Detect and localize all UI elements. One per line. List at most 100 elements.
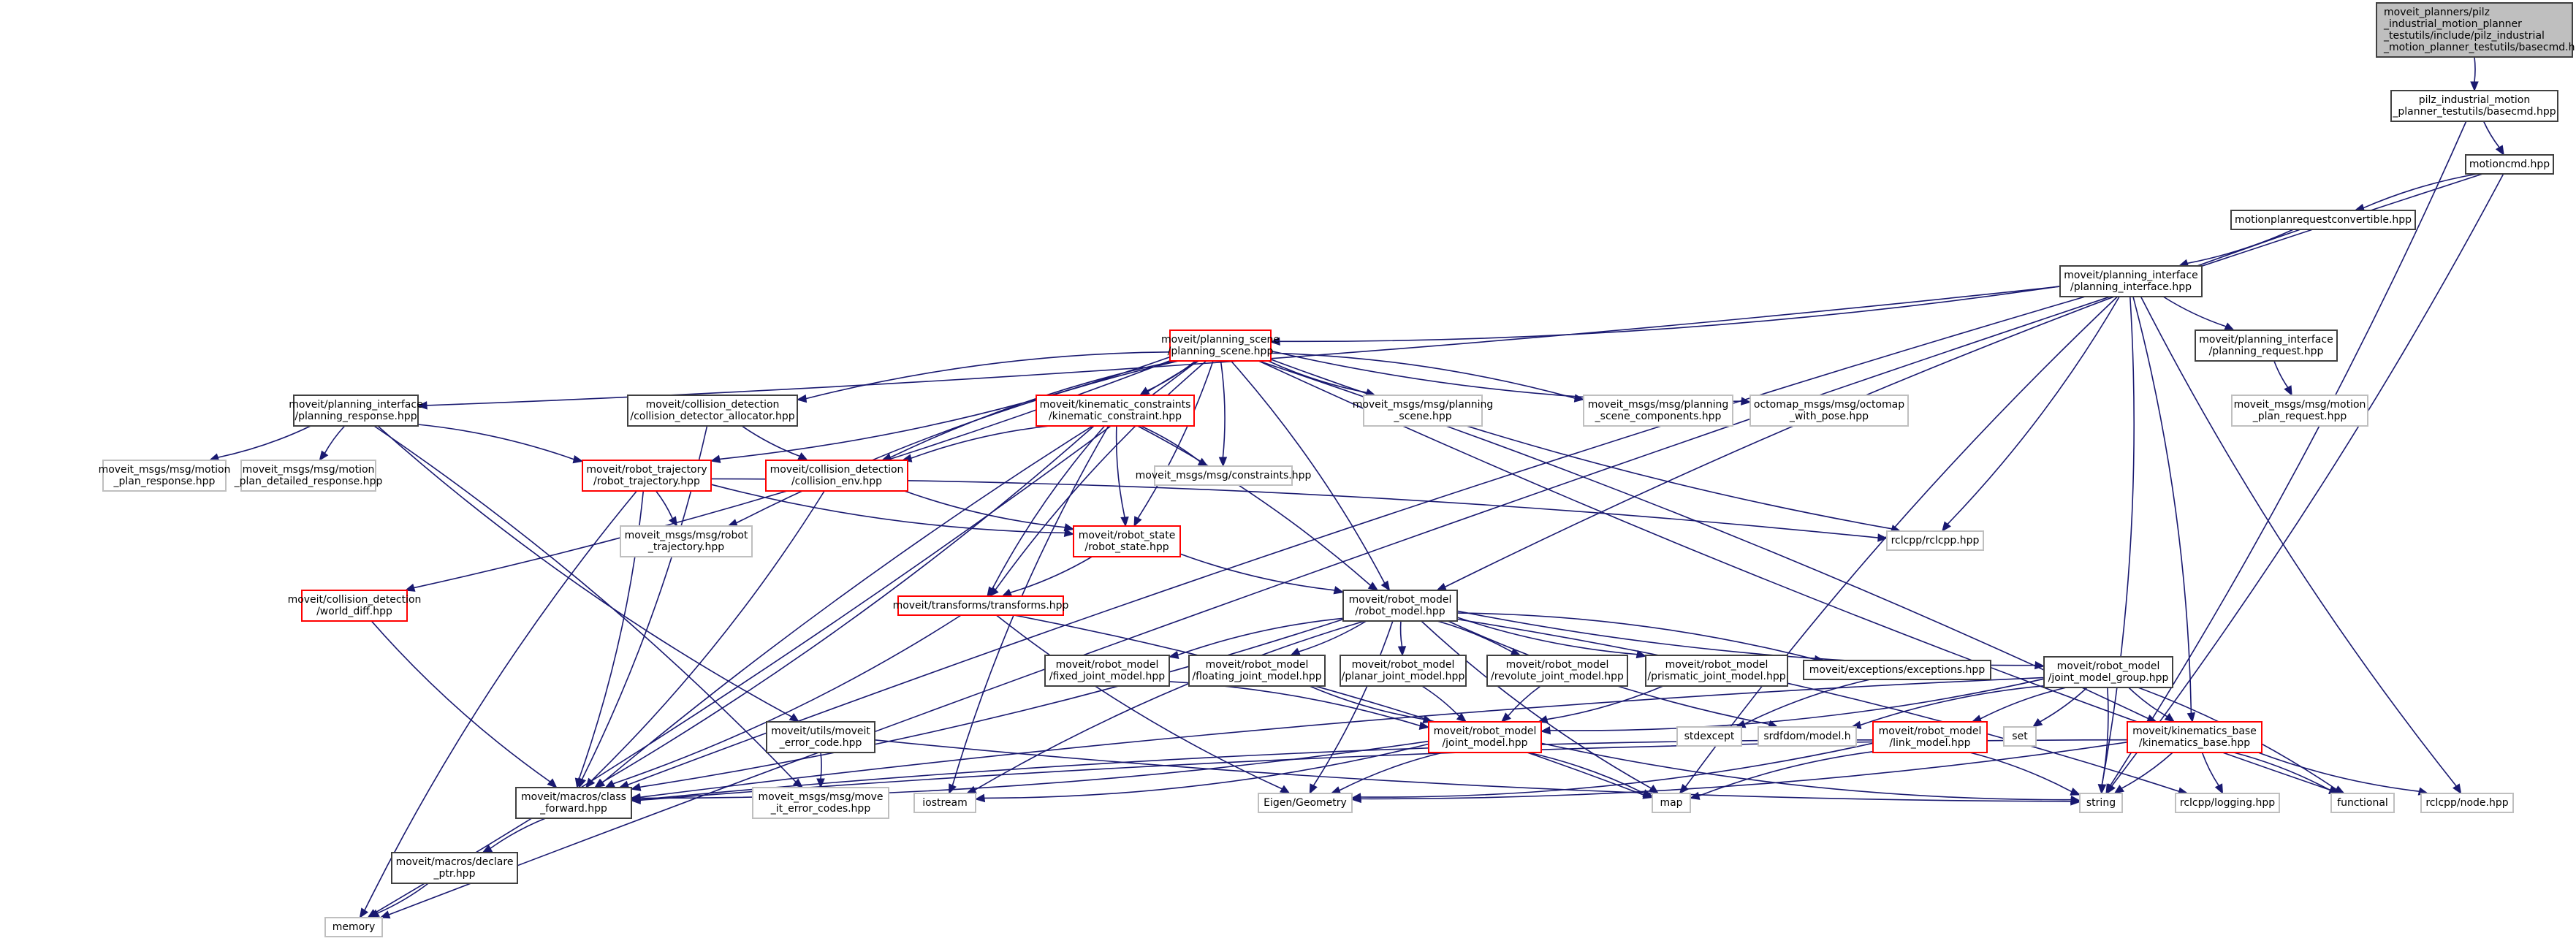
node-collision-env[interactable]: moveit/collision_detection/collision_env… xyxy=(765,460,908,492)
node-iostream: iostream xyxy=(913,793,976,813)
node-prismatic-jm[interactable]: moveit/robot_model/prismatic_joint_model… xyxy=(1645,655,1788,687)
edge-line xyxy=(1546,685,1664,720)
node-label-line: moveit/robot_model xyxy=(1434,725,1537,737)
node-label-line: moveit_msgs/msg/move xyxy=(759,791,884,803)
node-logging: rclcpp/logging.hpp xyxy=(2175,793,2280,813)
node-node: rclcpp/node.hpp xyxy=(2420,793,2514,813)
edge-line xyxy=(1360,742,2128,800)
node-label-line: moveit/transforms/transforms.hpp xyxy=(893,600,1069,612)
edge-line xyxy=(1508,685,1541,717)
arrowhead-icon xyxy=(547,778,558,788)
arrowhead-icon xyxy=(2164,712,2176,723)
edge-line xyxy=(2140,296,2457,787)
edge-transforms-to-class_forward xyxy=(604,614,962,788)
arrowhead-icon xyxy=(482,844,493,853)
node-box xyxy=(765,460,908,492)
node-label-line: moveit/exceptions/exceptions.hpp xyxy=(1809,664,1986,676)
arrowhead-icon xyxy=(1290,647,1302,656)
node-planning-response[interactable]: moveit/planning_interface/planning_respo… xyxy=(289,395,423,427)
node-class-forward[interactable]: moveit/macros/class_forward.hpp xyxy=(515,787,632,819)
node-kin-base[interactable]: moveit/kinematics_base/kinematics_base.h… xyxy=(2127,721,2262,753)
node-planning-request[interactable]: moveit/planning_interface/planning_reque… xyxy=(2195,329,2338,362)
edge-line xyxy=(1014,614,1644,796)
arrowhead-icon xyxy=(2214,783,2224,795)
node-label-line: /planning_interface.hpp xyxy=(2070,281,2192,293)
arrowhead-icon xyxy=(1139,386,1150,396)
node-fixed-jm[interactable]: moveit/robot_model/fixed_joint_model.hpp xyxy=(1044,655,1170,687)
node-robot-model[interactable]: moveit/robot_model/robot_model.hpp xyxy=(1342,590,1458,622)
edge-motioncmd-to-string xyxy=(2106,173,2504,795)
node-label-line: /link_model.hpp xyxy=(1889,737,1970,749)
node-box xyxy=(897,595,1064,616)
node-label-line: rclcpp/node.hpp xyxy=(2425,797,2508,809)
edge-line xyxy=(1456,612,1815,660)
node-jmg[interactable]: moveit/robot_model/joint_model_group.hpp xyxy=(2043,656,2173,688)
edge-line xyxy=(2162,296,2227,327)
node-transforms[interactable]: moveit/transforms/transforms.hpp xyxy=(893,595,1069,616)
arrowhead-icon xyxy=(1635,649,1647,659)
edge-motioncmd-to-mprc xyxy=(2354,173,2478,212)
edge-line xyxy=(1270,352,1576,399)
edge-line xyxy=(364,490,637,911)
node-planar-jm[interactable]: moveit/robot_model/planar_joint_model.hp… xyxy=(1340,655,1467,687)
edge-line xyxy=(1860,685,2045,726)
node-label-line: moveit_msgs/msg/planning xyxy=(1588,399,1729,411)
node-label-line: /planning_scene.hpp xyxy=(1168,346,1274,357)
node-kin-constraint[interactable]: moveit/kinematic_constraints/kinematic_c… xyxy=(1036,395,1195,427)
node-label-line: /planar_joint_model.hpp xyxy=(1342,671,1465,682)
node-error-code[interactable]: moveit/utils/moveit_error_code.hpp xyxy=(766,721,875,753)
node-label-line: moveit_msgs/msg/motion xyxy=(99,464,231,476)
node-box xyxy=(2390,90,2558,122)
node-link-model[interactable]: moveit/robot_model/link_model.hpp xyxy=(1872,721,1988,753)
edge-planning_response-to-mp_detailed_msg xyxy=(319,425,346,462)
edge-jmg-to-set xyxy=(2032,687,2088,728)
node-box xyxy=(2079,793,2123,813)
node-label-line: _plan_request.hpp xyxy=(2252,411,2347,422)
edge-planning_scene-to-constraints_msg xyxy=(1218,360,1228,468)
edge-line xyxy=(1279,286,2061,343)
edge-line xyxy=(1540,742,2072,801)
edge-line xyxy=(417,424,574,460)
node-planning-scene[interactable]: moveit/planning_scene/planning_scene.hpp xyxy=(1161,329,1280,362)
edge-line xyxy=(2257,752,2420,792)
edge-line xyxy=(612,614,962,785)
arrowhead-icon xyxy=(2070,787,2081,796)
node-cd-allocator[interactable]: moveit/collision_detection/collision_det… xyxy=(627,395,798,427)
node-label-line: moveit/robot_model xyxy=(1206,659,1309,671)
edge-line xyxy=(2201,752,2219,786)
node-motioncmd[interactable]: motioncmd.hpp xyxy=(2465,154,2554,175)
node-joint-model[interactable]: moveit/robot_model/joint_model.hpp xyxy=(1428,721,1542,753)
edge-line xyxy=(974,620,1365,790)
arrowhead-icon xyxy=(1648,784,1660,794)
node-mprc[interactable]: motionplanrequestconvertible.hpp xyxy=(2230,210,2416,230)
edge-transforms-to-map xyxy=(1014,614,1654,799)
node-revolute-jm[interactable]: moveit/robot_model/revolute_joint_model.… xyxy=(1486,655,1628,687)
node-map: map xyxy=(1652,793,1691,813)
node-box xyxy=(2043,656,2173,688)
node-world-diff[interactable]: moveit/collision_detection/world_diff.hp… xyxy=(288,590,422,622)
node-label-line: _scene_components.hpp xyxy=(1595,411,1722,422)
node-box xyxy=(1044,655,1170,687)
edge-line xyxy=(1456,618,2180,792)
node-label-line: moveit_planners/pilz xyxy=(2384,7,2490,18)
node-box xyxy=(1154,465,1293,486)
edge-robot_state-to-robot_model xyxy=(1179,553,1345,595)
node-label-line: moveit/planning_interface xyxy=(2199,334,2333,346)
node-box xyxy=(102,460,227,492)
node-floating-jm[interactable]: moveit/robot_model/floating_joint_model.… xyxy=(1188,655,1326,687)
edge-robot_model-to-fixed_jm xyxy=(1168,617,1344,660)
node-robot-trajectory[interactable]: moveit/robot_trajectory/robot_trajectory… xyxy=(582,460,712,492)
node-basecmd-hpp[interactable]: pilz_industrial_motion_planner_testutils… xyxy=(2390,90,2558,122)
edge-line xyxy=(2101,296,2135,785)
node-robot-state[interactable]: moveit/robot_state/robot_state.hpp xyxy=(1073,525,1181,557)
arrowhead-icon xyxy=(1333,586,1345,595)
edge-robot_model-to-floating_jm xyxy=(1290,620,1367,656)
arrowhead-icon xyxy=(1573,394,1585,403)
node-declare-ptr[interactable]: moveit/macros/declare_ptr.hpp xyxy=(391,852,518,884)
node-exceptions[interactable]: moveit/exceptions/exceptions.hpp xyxy=(1803,660,1991,680)
node-label-line: _trajectory.hpp xyxy=(647,541,724,553)
node-planning-interface[interactable]: moveit/planning_interface/planning_inter… xyxy=(2059,265,2203,297)
node-label-line: _forward.hpp xyxy=(539,803,607,815)
node-label-line: rclcpp/rclcpp.hpp xyxy=(1891,535,1980,546)
